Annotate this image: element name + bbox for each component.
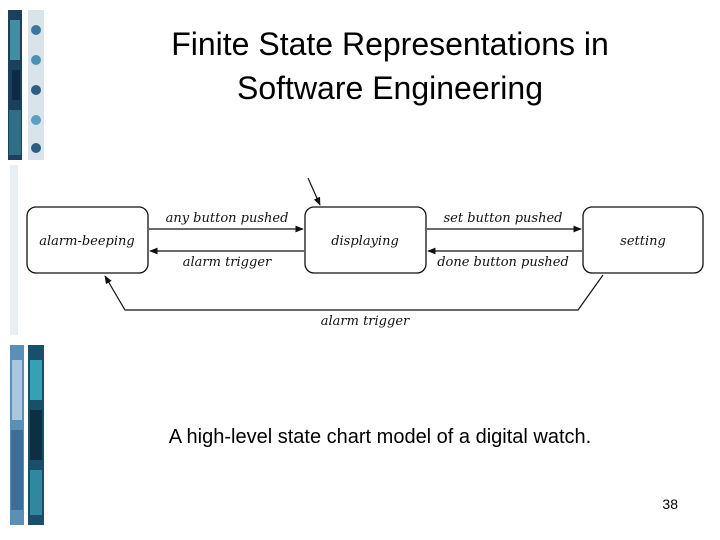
initial-state-arrow (307, 177, 321, 206)
page-number: 38 (662, 496, 678, 512)
state-alarm-beeping-label: alarm-beeping (39, 234, 134, 249)
edge-done-button-pushed-label: done button pushed (437, 255, 569, 270)
edge-any-button-pushed-label: any button pushed (166, 211, 289, 226)
edge-alarm-trigger-bottom-label: alarm trigger (321, 314, 410, 329)
state-alarm-beeping: alarm-beeping (26, 206, 149, 274)
slide-title-line-1: Finite State Representations in (171, 26, 609, 62)
slide-title: Finite State Representations in Software… (80, 22, 700, 110)
state-displaying-label: displaying (331, 234, 399, 249)
state-setting-label: setting (620, 234, 666, 249)
slide-title-line-2: Software Engineering (237, 70, 543, 106)
edge-alarm-trigger-bottom (104, 274, 604, 311)
state-displaying: displaying (304, 206, 427, 274)
edge-alarm-trigger-top-label: alarm trigger (183, 255, 272, 270)
state-setting: setting (582, 206, 704, 274)
edge-set-button-pushed-label: set button pushed (444, 211, 563, 226)
figure-caption: A high-level state chart model of a digi… (168, 426, 592, 448)
state-chart-diagram: alarm-beeping displaying setting any but… (26, 177, 704, 329)
